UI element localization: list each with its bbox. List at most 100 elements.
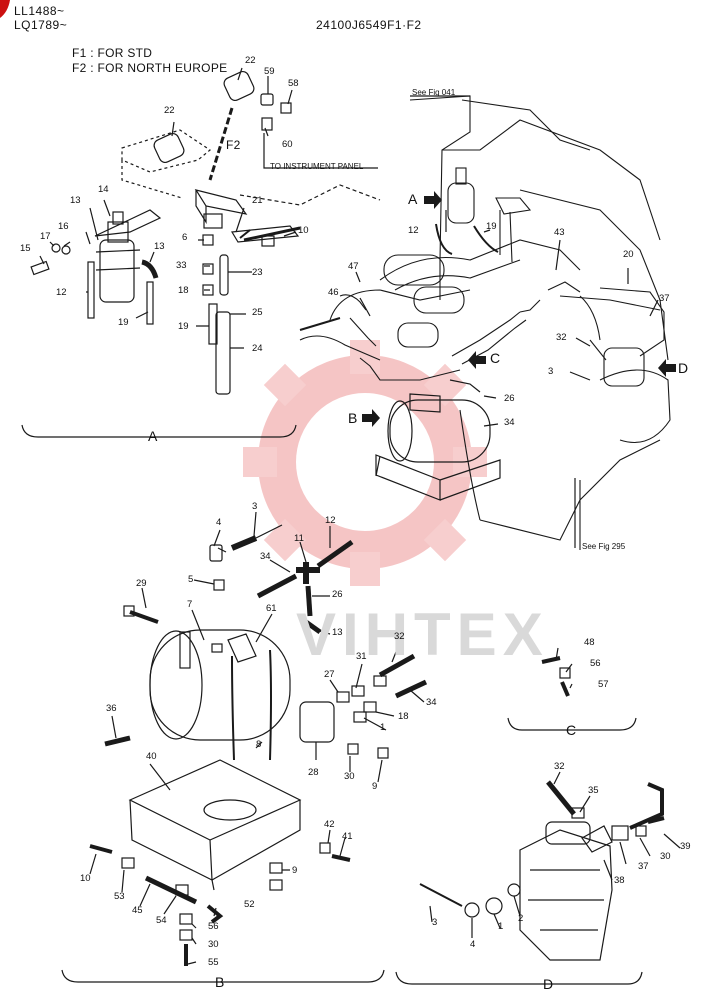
callout: 10 bbox=[80, 873, 91, 884]
callout: 40 bbox=[146, 751, 157, 762]
callout: 43 bbox=[554, 227, 565, 238]
callout: 29 bbox=[136, 578, 147, 589]
callout: 58 bbox=[288, 78, 299, 89]
callout: 39 bbox=[680, 841, 691, 852]
callout: 34 bbox=[426, 697, 437, 708]
air-tank-assembly-main bbox=[375, 379, 501, 501]
callout: 37 bbox=[659, 293, 670, 304]
callout: 15 bbox=[20, 243, 31, 254]
callout: 34 bbox=[260, 551, 271, 562]
watermark-gear-icon bbox=[243, 340, 487, 586]
callout: 9 bbox=[372, 781, 378, 792]
view-d-arrow-icon bbox=[658, 359, 676, 377]
callout: 12 bbox=[56, 287, 67, 298]
callout: 37 bbox=[638, 861, 649, 872]
callout: 1 bbox=[380, 722, 386, 733]
corner-mark-icon bbox=[0, 0, 10, 18]
see-fig-295-note: See Fig 295 bbox=[582, 542, 626, 551]
engine-outline bbox=[299, 95, 671, 550]
callout: 59 bbox=[264, 66, 275, 77]
f2-tag: F2 bbox=[226, 138, 241, 152]
callout: 4 bbox=[216, 517, 222, 528]
callout: 32 bbox=[556, 332, 567, 343]
note-f2: F2 : FOR NORTH EUROPE bbox=[72, 61, 228, 75]
callout: 3 bbox=[548, 366, 554, 377]
callout: 8 bbox=[256, 739, 262, 750]
oil-pressure-sender-f2 bbox=[223, 71, 292, 131]
compressor-housing-d bbox=[519, 821, 613, 961]
callout: 22 bbox=[245, 55, 256, 66]
callout: 18 bbox=[178, 285, 189, 296]
callout: 19 bbox=[486, 221, 497, 232]
view-arrows bbox=[362, 191, 676, 427]
callout: 26 bbox=[332, 589, 343, 600]
callout: 12 bbox=[325, 515, 336, 526]
callout: 54 bbox=[156, 915, 167, 926]
fuel-filter-assembly bbox=[94, 209, 162, 303]
view-c-arrow-icon bbox=[468, 351, 486, 369]
callout: 4 bbox=[470, 939, 476, 950]
callout: 46 bbox=[328, 287, 339, 298]
callout: 32 bbox=[394, 631, 405, 642]
callout: 56 bbox=[590, 658, 601, 669]
callout: 30 bbox=[660, 851, 671, 862]
callout: 36 bbox=[106, 703, 117, 714]
callout: 11 bbox=[294, 533, 304, 544]
view-b-arrow-icon bbox=[362, 409, 380, 427]
callout: 57 bbox=[598, 679, 609, 690]
callout: 48 bbox=[584, 637, 595, 648]
callout: 45 bbox=[132, 905, 143, 916]
callout: 30 bbox=[344, 771, 355, 782]
see-fig-041-note: See Fig 041 bbox=[412, 88, 456, 97]
callout: 56 bbox=[208, 921, 219, 932]
callout: 33 bbox=[176, 260, 187, 271]
view-c-label: C bbox=[490, 350, 501, 366]
callout: 22 bbox=[164, 105, 175, 116]
view-d-label: D bbox=[678, 360, 689, 376]
callout: 14 bbox=[98, 184, 109, 195]
callout: 3 bbox=[432, 917, 438, 928]
callout: 21 bbox=[252, 195, 263, 206]
callout: 3 bbox=[252, 501, 258, 512]
serial-range-2: LQ1789~ bbox=[14, 18, 68, 32]
callout: 55 bbox=[208, 957, 219, 968]
callout: 30 bbox=[208, 939, 219, 950]
callout: 19 bbox=[118, 317, 129, 328]
callout: 31 bbox=[356, 651, 367, 662]
callout: 60 bbox=[282, 139, 293, 150]
callout: 5 bbox=[188, 574, 194, 585]
callout: 24 bbox=[252, 343, 263, 354]
callout: 16 bbox=[58, 221, 69, 232]
section-b-label: B bbox=[215, 974, 225, 990]
callout: 9 bbox=[292, 865, 298, 876]
callout: 6 bbox=[182, 232, 188, 243]
callout: 13 bbox=[70, 195, 81, 206]
view-a-label: A bbox=[408, 191, 418, 207]
callout: 13 bbox=[154, 241, 165, 252]
callout: 1 bbox=[498, 921, 504, 932]
callout: 13 bbox=[332, 627, 343, 638]
callout: 18 bbox=[398, 711, 409, 722]
callout: 52 bbox=[244, 899, 255, 910]
air-tank-assembly-b bbox=[149, 629, 291, 761]
figure-code: 24100J6549F1·F2 bbox=[316, 18, 422, 32]
section-d-label: D bbox=[543, 976, 554, 992]
callout: 25 bbox=[252, 307, 263, 318]
to-instrument-panel-note: TO INSTRUMENT PANEL bbox=[270, 162, 364, 171]
callout: 27 bbox=[324, 669, 335, 680]
callout: 17 bbox=[40, 231, 51, 242]
callout: 10 bbox=[298, 225, 309, 236]
callout: 61 bbox=[266, 603, 277, 614]
callout: 47 bbox=[348, 261, 359, 272]
section-c-label: C bbox=[566, 722, 577, 738]
view-a-arrow-icon bbox=[424, 191, 442, 209]
note-f1: F1 : FOR STD bbox=[72, 46, 153, 60]
callout: 2 bbox=[518, 913, 524, 924]
callout: 23 bbox=[252, 267, 263, 278]
callout: 53 bbox=[114, 891, 125, 902]
serial-range-1: LL1488~ bbox=[14, 4, 65, 18]
view-b-label: B bbox=[348, 410, 358, 426]
callout: 35 bbox=[588, 785, 599, 796]
